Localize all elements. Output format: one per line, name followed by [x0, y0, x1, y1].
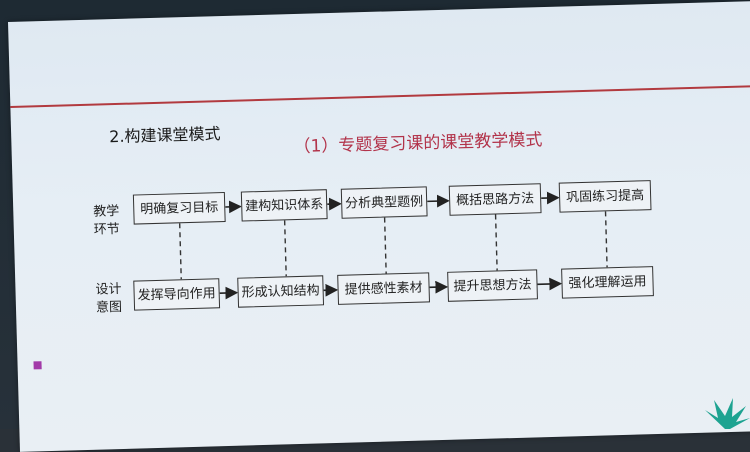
step-intent-dashed-link — [285, 220, 287, 276]
design-intent-box: 形成认知结构 — [237, 275, 324, 307]
design-intent-box: 提供感性素材 — [337, 272, 430, 305]
teaching-step-box: 建构知识体系 — [241, 189, 328, 221]
intent-flow-arrow — [538, 284, 561, 285]
step-intent-dashed-link — [606, 211, 608, 267]
flow-connectors — [8, 1, 750, 452]
design-intent-box: 提升思想方法 — [447, 269, 538, 302]
teaching-step-box: 概括思路方法 — [449, 183, 542, 216]
bullet-marker — [33, 361, 41, 369]
teaching-step-box: 明确复习目标 — [133, 192, 226, 225]
design-intent-box: 强化理解运用 — [561, 266, 654, 299]
slide: 2.构建课堂模式 （1）专题复习课的课堂教学模式 教学 环节 设计 意图 明确复… — [8, 1, 750, 452]
teaching-step-box: 分析典型题例 — [341, 186, 428, 218]
step-intent-dashed-link — [385, 218, 387, 274]
step-intent-dashed-link — [180, 223, 182, 279]
design-intent-box: 发挥导向作用 — [133, 278, 220, 310]
teaching-step-box: 巩固练习提高 — [559, 180, 652, 213]
teaching-flow-arrow — [427, 201, 448, 202]
plant-decoration — [700, 398, 750, 429]
step-intent-dashed-link — [496, 214, 498, 270]
